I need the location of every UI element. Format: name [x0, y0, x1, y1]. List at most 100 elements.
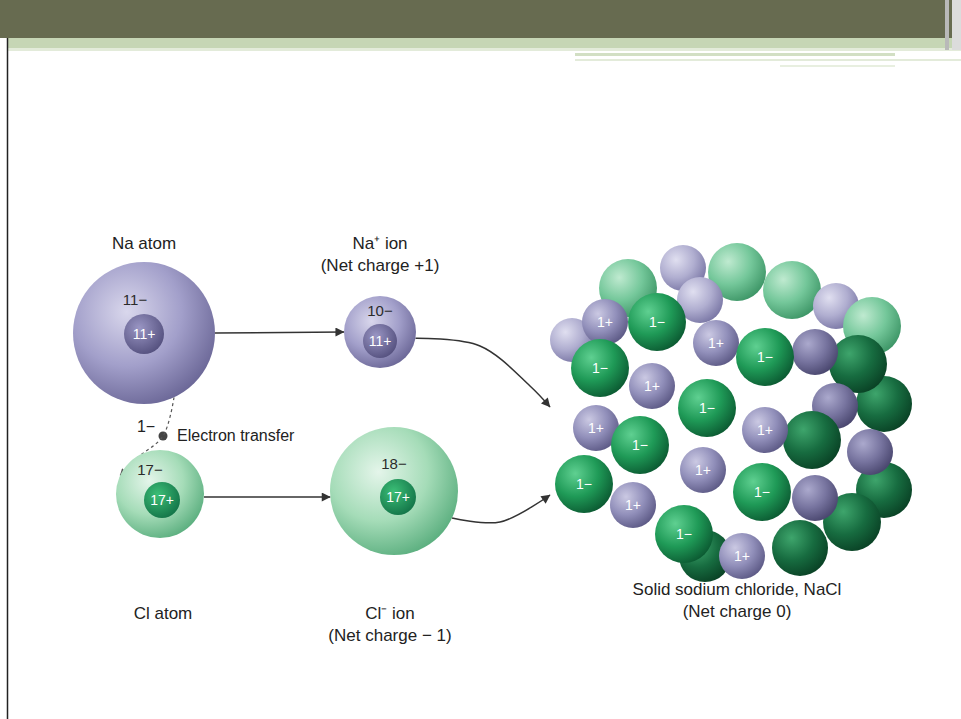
- sphere: [571, 339, 629, 397]
- sodium-ion-ball: 1+: [629, 363, 675, 409]
- sphere: [582, 299, 628, 345]
- sphere: [144, 482, 180, 518]
- chloride-ion-ball: 1−: [736, 328, 794, 386]
- sodium-ion-ball: 1+: [693, 320, 739, 366]
- atom-label: Na atom: [112, 234, 176, 254]
- electron-charge-label: 1−: [135, 418, 157, 436]
- header-stripe: [8, 48, 961, 51]
- text-anchor: 1+: [644, 378, 660, 394]
- text-anchor: (Net charge 0): [683, 602, 792, 622]
- ion-charge: 1+: [597, 314, 613, 330]
- atom-label: Cl atom: [134, 604, 193, 624]
- sodium-ion-ball: 1+: [719, 533, 765, 579]
- ion-charge: 1−: [699, 400, 715, 416]
- ion-charge: 1−: [754, 484, 770, 500]
- sphere: [611, 416, 669, 474]
- text-anchor: 1−: [676, 526, 692, 542]
- sodium-chloride-lattice: Solid sodium chloride, NaCl(Net charge 0…: [550, 242, 920, 578]
- reaction-arrow: [452, 495, 550, 523]
- sphere: [742, 407, 788, 453]
- chloride-ion-ball: 1−: [655, 505, 713, 563]
- text-anchor: 1+: [708, 335, 724, 351]
- chloride-ion-ball: 1−: [628, 293, 686, 351]
- frame-bar: [952, 0, 961, 50]
- text-anchor: Na⁺ ion: [352, 234, 407, 254]
- text-anchor: (Net charge − 1): [328, 626, 451, 646]
- sphere: [678, 379, 736, 437]
- chloride-ion-ball: 1−: [678, 379, 736, 437]
- header-stripe: [8, 38, 961, 48]
- sphere: [73, 262, 215, 404]
- nucleus-charge: 11+: [369, 333, 392, 349]
- sodium-ion-ball: 1+: [742, 407, 788, 453]
- text-anchor: 1−: [592, 360, 608, 376]
- sphere: [363, 324, 397, 358]
- text-anchor: 1−: [135, 418, 157, 436]
- text-anchor: Electron transfer: [175, 427, 296, 445]
- ion-label: Na⁺ ion: [352, 234, 407, 254]
- lattice-background-balls: [550, 243, 912, 582]
- nucleus: 17+: [144, 482, 180, 518]
- sodium-ion-ball: 1+: [610, 482, 656, 528]
- ion-charge: 1−: [676, 526, 692, 542]
- sphere: [629, 363, 675, 409]
- text-anchor: 1+: [695, 462, 711, 478]
- sphere: [655, 505, 713, 563]
- header-stripe: [575, 53, 895, 56]
- text-anchor: 11−: [123, 291, 147, 308]
- ion-charge: 1−: [632, 437, 648, 453]
- chloride-ion: Cl⁻ ion(Net charge − 1)18−17+: [330, 427, 458, 555]
- lattice-ball: [763, 261, 821, 319]
- ion-charge: 1−: [649, 314, 665, 330]
- nucleus: 17+: [380, 479, 416, 515]
- ion-charge: 1+: [625, 497, 641, 513]
- header-stripe: [575, 59, 961, 61]
- header-bar: [0, 0, 961, 38]
- text-anchor: 1−: [754, 484, 770, 500]
- lattice-ball: [792, 475, 838, 521]
- sphere: [628, 293, 686, 351]
- sphere: [733, 463, 791, 521]
- sodium-atom: Na atom11−11+: [73, 262, 215, 404]
- electron-charge: 10−: [367, 302, 392, 319]
- text-anchor: 11+: [133, 326, 156, 342]
- chlorine-atom: Cl atom17−17+: [116, 450, 204, 538]
- net-charge-label: (Net charge 0): [683, 602, 792, 622]
- chloride-ion-ball: 1−: [555, 455, 613, 513]
- sphere: [610, 482, 656, 528]
- lattice-ball: [772, 520, 828, 576]
- sodium-ion-ball: 1+: [680, 447, 726, 493]
- sphere: [330, 427, 458, 555]
- lattice-ball: [847, 429, 893, 475]
- header-stripe: [780, 65, 895, 67]
- chloride-ion-ball: 1−: [733, 463, 791, 521]
- reaction-arrow: [215, 332, 344, 333]
- text-anchor: Na atom: [112, 234, 176, 254]
- ion-label: Cl⁻ ion: [365, 604, 414, 624]
- text-anchor: 17+: [386, 489, 410, 505]
- sodium-ion: Na⁺ ion(Net charge +1)10−11+: [344, 296, 416, 368]
- ion-charge: 1+: [644, 378, 660, 394]
- ion-charge: 1+: [695, 462, 711, 478]
- text-anchor: 18−: [381, 455, 406, 472]
- chloride-ion-ball: 1−: [571, 339, 629, 397]
- frame-line: [7, 38, 9, 719]
- edge-label: Electron transfer: [175, 427, 296, 445]
- text-anchor: 11+: [369, 333, 392, 349]
- nucleus-charge: 17+: [386, 489, 410, 505]
- ion-charge: 1−: [576, 476, 592, 492]
- electron-charge: 17−: [137, 461, 162, 478]
- text-anchor: 17−: [137, 461, 162, 478]
- text-anchor: 1−: [699, 400, 715, 416]
- sphere: [344, 296, 416, 368]
- nucleus-charge: 17+: [150, 492, 174, 508]
- ion-charge: 1+: [734, 548, 750, 564]
- electron-charge: 18−: [381, 455, 406, 472]
- ion-charge: 1−: [592, 360, 608, 376]
- text-anchor: 17+: [150, 492, 174, 508]
- nucleus-charge: 11+: [133, 326, 156, 342]
- sphere: [380, 479, 416, 515]
- sphere: [719, 533, 765, 579]
- net-charge-label: (Net charge +1): [321, 256, 440, 276]
